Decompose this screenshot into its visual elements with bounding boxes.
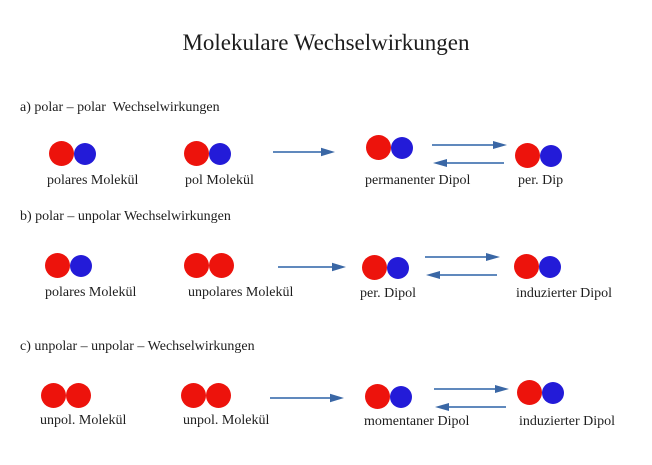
- molecule-label: induzierter Dipol: [519, 414, 616, 429]
- equilibrium-arrows-icon: [425, 253, 500, 279]
- molecule-a1: [49, 141, 96, 166]
- atom-circle: [49, 141, 74, 166]
- molecule-label: unpol. Molekül: [40, 413, 127, 428]
- atom-circle: [365, 384, 390, 409]
- molecule-label: per. Dipol: [360, 286, 416, 301]
- section-a-heading: a) polar – polar Wechselwirkungen: [20, 100, 220, 115]
- molecule-a3: [366, 135, 413, 160]
- molecule-label: permanenter Dipol: [365, 173, 471, 188]
- molecule-label: induzierter Dipol: [516, 286, 613, 301]
- molecule-c2: [181, 383, 231, 408]
- molecule-label: momentaner Dipol: [364, 414, 470, 429]
- atom-circle: [70, 254, 92, 277]
- atom-circle: [517, 380, 542, 405]
- atom-circle: [209, 253, 234, 278]
- molecule-b1: [45, 253, 92, 278]
- molecule-c3: [365, 384, 412, 409]
- atom-circle: [74, 142, 96, 165]
- section-c-heading: c) unpolar – unpolar – Wechselwirkungen: [20, 339, 255, 354]
- equilibrium-arrows-icon: [434, 385, 509, 411]
- molecule-label: per. Dip: [518, 173, 564, 188]
- atom-circle: [390, 385, 412, 408]
- section-b-heading: b) polar – unpolar Wechselwirkungen: [20, 209, 231, 224]
- atom-circle: [184, 253, 209, 278]
- equilibrium-arrows-icon: [432, 141, 507, 167]
- atom-circle: [366, 135, 391, 160]
- right-arrow-icon: [270, 393, 344, 403]
- molecule-a4: [515, 143, 562, 168]
- molecule-b4: [514, 254, 561, 279]
- molecule-label: unpolares Molekül: [188, 285, 294, 300]
- molecule-b3: [362, 255, 409, 280]
- atom-circle: [362, 255, 387, 280]
- molecule-c4: [517, 380, 564, 405]
- atom-circle: [542, 381, 564, 404]
- atom-circle: [209, 142, 231, 165]
- right-arrow-icon: [273, 147, 335, 157]
- molecule-a2: [184, 141, 231, 166]
- slide-title: Molekulare Wechselwirkungen: [182, 30, 470, 55]
- molecule-c1: [41, 383, 91, 408]
- atom-circle: [387, 256, 409, 279]
- molecule-label: polares Molekül: [47, 173, 139, 188]
- molecule-label: unpol. Molekül: [183, 413, 270, 428]
- right-arrow-icon: [278, 262, 346, 272]
- molecule-b2: [184, 253, 234, 278]
- atom-circle: [391, 136, 413, 159]
- atom-circle: [45, 253, 70, 278]
- atom-circle: [41, 383, 66, 408]
- atom-circle: [181, 383, 206, 408]
- atom-circle: [539, 255, 561, 278]
- atom-circle: [540, 144, 562, 167]
- molecule-label: pol Molekül: [185, 173, 254, 188]
- atom-circle: [514, 254, 539, 279]
- molecule-label: polares Molekül: [45, 285, 137, 300]
- atom-circle: [66, 383, 91, 408]
- atom-circle: [206, 383, 231, 408]
- atom-circle: [515, 143, 540, 168]
- atom-circle: [184, 141, 209, 166]
